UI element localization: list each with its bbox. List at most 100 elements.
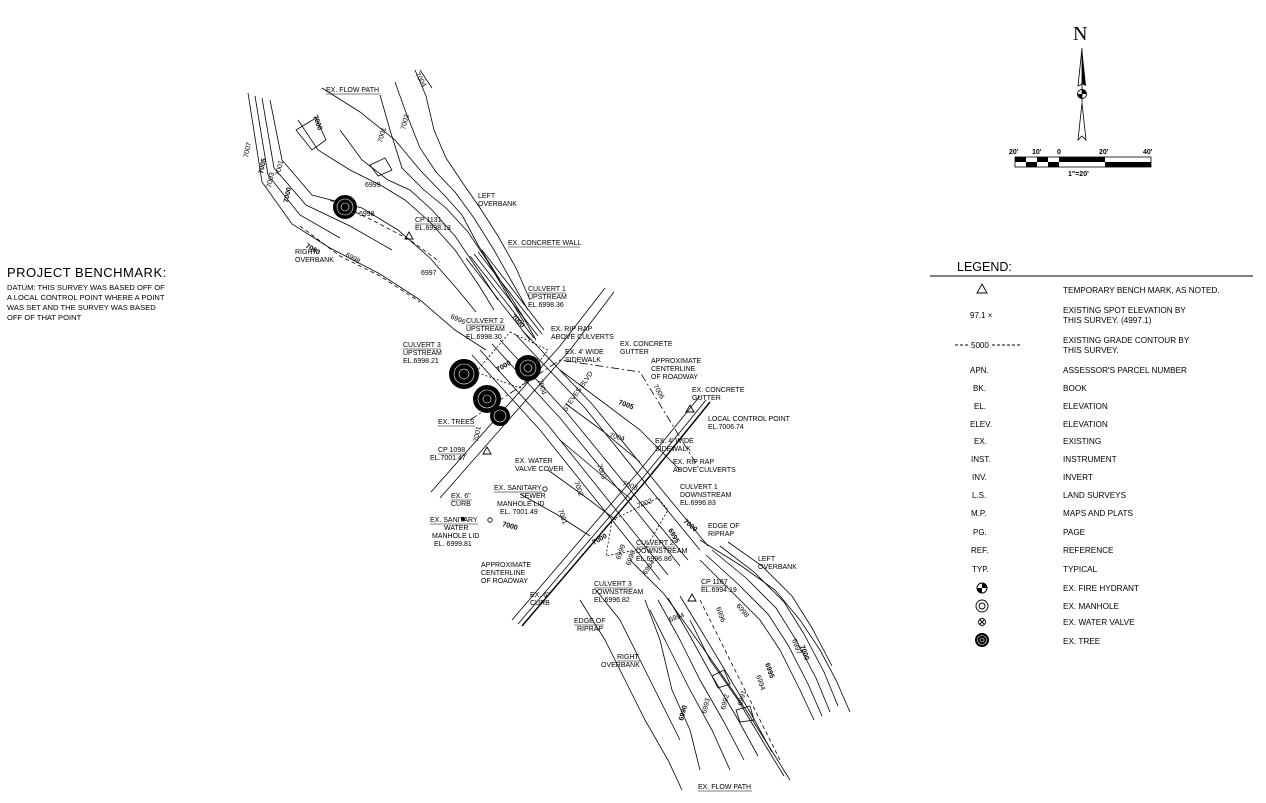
plan-label: EX. FLOW PATH — [326, 87, 379, 94]
legend-abbr: INST. — [971, 455, 991, 464]
legend-desc: EXISTING — [1063, 437, 1101, 446]
triangle-icon — [685, 404, 695, 413]
legend-desc: BOOK — [1063, 384, 1087, 393]
plan-label: 6998 — [734, 603, 749, 620]
plan-label: 7002 — [400, 114, 411, 131]
legend-row: BK. BOOK — [973, 384, 1087, 393]
plan-label: DOWNSTREAM — [680, 492, 732, 499]
plan-label: EX. SANITARY — [494, 485, 542, 492]
contour-line — [595, 589, 681, 741]
contour-line — [394, 81, 529, 311]
plan-label: 7000 — [283, 187, 293, 204]
road-edge — [511, 395, 701, 621]
legend-desc: ELEVATION — [1063, 420, 1108, 429]
plan-label: EL. 6999.81 — [434, 541, 472, 548]
culvert-line — [521, 329, 709, 547]
legend-desc: EX. TREE — [1063, 637, 1101, 646]
north-arrow-icon — [1077, 47, 1087, 142]
plan-label: 7005 — [617, 399, 634, 411]
culvert-line — [491, 343, 681, 567]
legend-desc: INVERT — [1063, 473, 1093, 482]
scale-tick: 10' — [1032, 149, 1042, 156]
plan-label: 7007 — [243, 142, 253, 159]
road-edge — [439, 291, 615, 499]
contour-line — [657, 599, 745, 761]
legend-desc: LAND SURVEYS — [1063, 491, 1127, 500]
project-benchmark: PROJECT BENCHMARK: DATUM: THIS SURVEY WA… — [7, 265, 166, 322]
legend-title: LEGEND: — [957, 260, 1012, 274]
plan-label: CENTERLINE — [651, 366, 696, 373]
legend-desc: ASSESSOR'S PARCEL NUMBER — [1063, 366, 1187, 375]
plan-label: 6996 — [714, 606, 726, 623]
contour-line — [297, 119, 495, 311]
plan-label: 6990 — [678, 705, 689, 722]
culvert-line — [514, 333, 701, 551]
contour-line — [339, 129, 499, 301]
plan-label: CULVERT 2 — [466, 318, 504, 325]
plan-label: STEVES BLVD — [562, 370, 595, 413]
plan-label: 7003 — [266, 172, 276, 189]
plan-label: CULVERT 1 — [680, 484, 718, 491]
contour-line — [727, 541, 833, 667]
tree-icon — [333, 195, 357, 219]
plan-label: 7002 — [636, 498, 653, 510]
legend-desc: EXISTING SPOT ELEVATION BY — [1063, 306, 1186, 315]
water-valve-icon — [461, 517, 465, 521]
plan-label: EL.6996.86 — [636, 556, 672, 563]
legend-desc: EX. MANHOLE — [1063, 602, 1120, 611]
plan-label: 6998 — [625, 550, 637, 567]
north-arrow: N — [1073, 23, 1087, 142]
plan-label: 7003 — [621, 480, 638, 492]
plan-label: ABOVE CULVERTS — [673, 467, 736, 474]
plan-label: 6997 — [421, 270, 437, 277]
plan-label: DOWNSTREAM — [636, 548, 688, 555]
legend-desc: INSTRUMENT — [1063, 455, 1117, 464]
contour-line — [261, 97, 393, 251]
plan-label: EX. RIP RAP — [673, 459, 714, 466]
plan-label: 7004 — [608, 432, 625, 443]
plan-label: 7001 — [556, 508, 568, 525]
legend-row: EX. FIRE HYDRANT — [976, 582, 1139, 594]
plan-label: APPROXIMATE — [651, 358, 701, 365]
legend: LEGEND: TEMPORARY BENCH MARK, AS NOTED. … — [930, 260, 1253, 647]
plan-label: 7001 — [377, 127, 388, 144]
contour-line — [711, 549, 831, 713]
channel-boundary — [247, 92, 487, 351]
plan-label: LOCAL CONTROL POINT — [708, 416, 791, 423]
plan-label: RIGHT — [617, 654, 640, 661]
legend-abbr: 97.1 × — [970, 311, 993, 320]
plan-label: EX. FLOW PATH — [698, 784, 751, 791]
contour-line — [254, 95, 341, 239]
rip-rap-upstream — [475, 331, 549, 389]
plan-label: EX. WATER — [515, 458, 553, 465]
plan-label: APPROXIMATE — [481, 562, 531, 569]
plan-label: EL.6998.36 — [528, 302, 564, 309]
plan-label: EX. CONCRETE WALL — [508, 240, 581, 247]
legend-desc: ELEVATION — [1063, 402, 1108, 411]
legend-desc: EX. WATER VALVE — [1063, 618, 1135, 627]
plan-label: 6995 — [763, 662, 775, 679]
legend-abbr: BK. — [973, 384, 986, 393]
contour-line — [699, 559, 815, 721]
plan-label: GUTTER — [692, 395, 721, 402]
legend-row: EX. MANHOLE — [975, 599, 1120, 613]
plan-label: EL.7001.47 — [430, 455, 466, 462]
plan-label: CP 1098 — [438, 447, 465, 454]
legend-abbr: EX. — [974, 437, 987, 446]
channel-boundary — [699, 539, 851, 713]
plan-label: EL. 7001.49 — [500, 509, 538, 516]
legend-row: 97.1 × EXISTING SPOT ELEVATION BY THIS S… — [970, 306, 1186, 325]
plan-label: 6997 — [790, 638, 802, 655]
legend-row: 5000 EXISTING GRADE CONTOUR BY THIS SURV… — [955, 336, 1190, 355]
road-edge — [430, 287, 606, 493]
north-letter: N — [1073, 23, 1087, 45]
scale-tick: 0 — [1057, 149, 1061, 156]
plan-label: CULVERT 3 — [594, 581, 632, 588]
plan-label: 6999 — [365, 182, 381, 189]
contour-line — [705, 554, 823, 717]
legend-desc: THIS SURVEY. (4997.1) — [1063, 316, 1152, 325]
plan-label: LEFT — [758, 556, 776, 563]
scale-tick: 20' — [1099, 149, 1109, 156]
triangle-icon — [687, 593, 697, 602]
triangle-icon — [976, 283, 988, 294]
